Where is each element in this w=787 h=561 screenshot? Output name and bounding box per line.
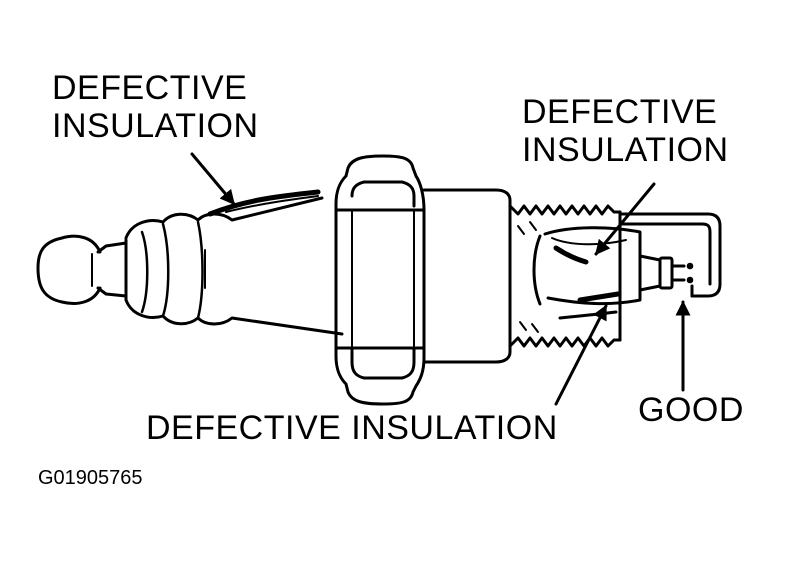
label-top-left-line2: INSULATION — [52, 107, 259, 145]
arrow-top-left — [190, 152, 236, 206]
label-top-left-line1: DEFECTIVE — [52, 69, 248, 107]
terminal-nut — [36, 234, 102, 305]
threads — [508, 204, 622, 348]
shell-body — [422, 188, 512, 364]
insulator-nose — [532, 226, 694, 306]
deposit-streaks — [553, 245, 621, 320]
label-top-right-line1: DEFECTIVE — [522, 93, 718, 131]
ceramic-insulator — [124, 196, 344, 336]
arrow-bottom — [554, 304, 608, 406]
label-good: GOOD — [638, 391, 744, 429]
label-bottom-defective: DEFECTIVE INSULATION — [146, 409, 558, 447]
terminal-shank — [96, 238, 128, 302]
figure-code: G01905765 — [38, 467, 143, 489]
ground-electrode — [618, 212, 722, 298]
flashover-track — [207, 189, 321, 217]
arrow-top-right — [594, 182, 656, 256]
hex-nut — [334, 154, 426, 406]
label-top-right-line2: INSULATION — [522, 131, 729, 169]
